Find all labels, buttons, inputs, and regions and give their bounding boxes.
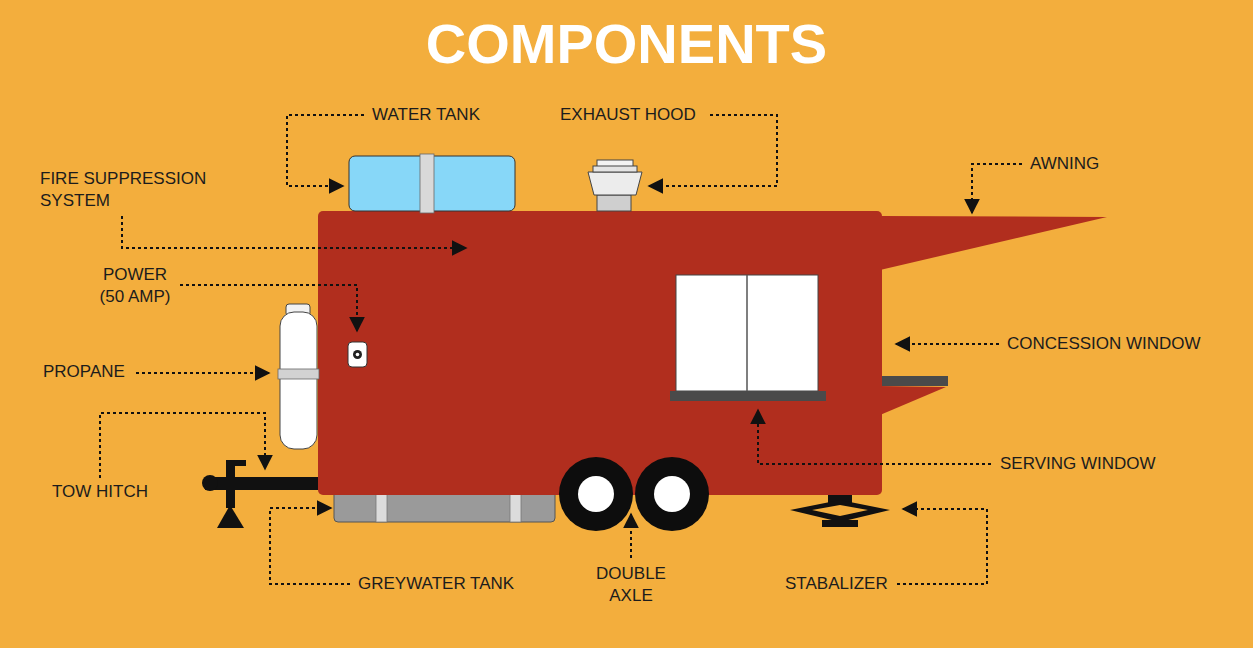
jack-handle bbox=[226, 460, 246, 466]
leader-line bbox=[758, 410, 991, 464]
propane-strap bbox=[278, 369, 319, 379]
callout-label: SERVING WINDOW bbox=[1000, 453, 1156, 475]
serving-shelf bbox=[880, 376, 948, 386]
leader-line bbox=[180, 285, 357, 331]
leader-line bbox=[100, 413, 265, 478]
wheel bbox=[635, 457, 709, 531]
callout-label: GREYWATER TANK bbox=[358, 573, 514, 595]
callout-label: DOUBLE AXLE bbox=[588, 563, 674, 607]
jack-foot bbox=[217, 505, 244, 528]
stabilizer-gap bbox=[812, 505, 868, 516]
wheel-hub bbox=[654, 476, 690, 512]
callout-label: STABALIZER bbox=[785, 573, 888, 595]
callout-label: AWNING bbox=[1030, 153, 1099, 175]
callout-label: CONCESSION WINDOW bbox=[1007, 333, 1201, 355]
tow-bar bbox=[205, 477, 320, 490]
power-outlet bbox=[348, 342, 367, 367]
leader-lines bbox=[100, 115, 1022, 584]
window-divider bbox=[746, 275, 748, 391]
concession-window bbox=[676, 275, 818, 391]
callout-label: FIRE SUPPRESSION SYSTEM bbox=[40, 168, 218, 212]
callout-label: POWER (50 AMP) bbox=[93, 264, 177, 308]
leader-line bbox=[649, 115, 777, 186]
stabilizer-pad bbox=[822, 520, 858, 527]
outlet-socket bbox=[353, 350, 362, 359]
shelf-flap bbox=[880, 386, 946, 415]
title: COMPONENTS bbox=[0, 12, 1253, 76]
hitch-jack bbox=[226, 460, 235, 508]
leader-line bbox=[287, 115, 364, 186]
awning bbox=[880, 216, 1107, 270]
wheel-hub bbox=[578, 476, 614, 512]
exhaust-pipe bbox=[597, 195, 631, 211]
serving-window-sill bbox=[670, 391, 826, 401]
outlet-pin bbox=[356, 353, 360, 357]
leader-line bbox=[136, 372, 269, 374]
leader-line bbox=[122, 216, 466, 248]
tank-strap bbox=[420, 154, 434, 213]
leader-line bbox=[972, 164, 1022, 213]
leader-line bbox=[630, 514, 632, 558]
stabilizer-scissor bbox=[790, 500, 890, 522]
callout-label: WATER TANK bbox=[372, 104, 480, 126]
callout-label: TOW HITCH bbox=[52, 481, 148, 503]
exhaust-cap bbox=[593, 166, 637, 172]
wheel bbox=[559, 457, 633, 531]
hitch-coupler bbox=[202, 475, 218, 491]
propane-tank bbox=[280, 312, 317, 449]
exhaust-hood bbox=[588, 172, 642, 195]
leader-line bbox=[270, 508, 350, 584]
leader-line bbox=[896, 343, 999, 345]
callout-label: EXHAUST HOOD bbox=[560, 104, 696, 126]
trailer-body bbox=[318, 211, 882, 495]
leader-line bbox=[897, 509, 987, 584]
callout-label: PROPANE bbox=[43, 361, 125, 383]
